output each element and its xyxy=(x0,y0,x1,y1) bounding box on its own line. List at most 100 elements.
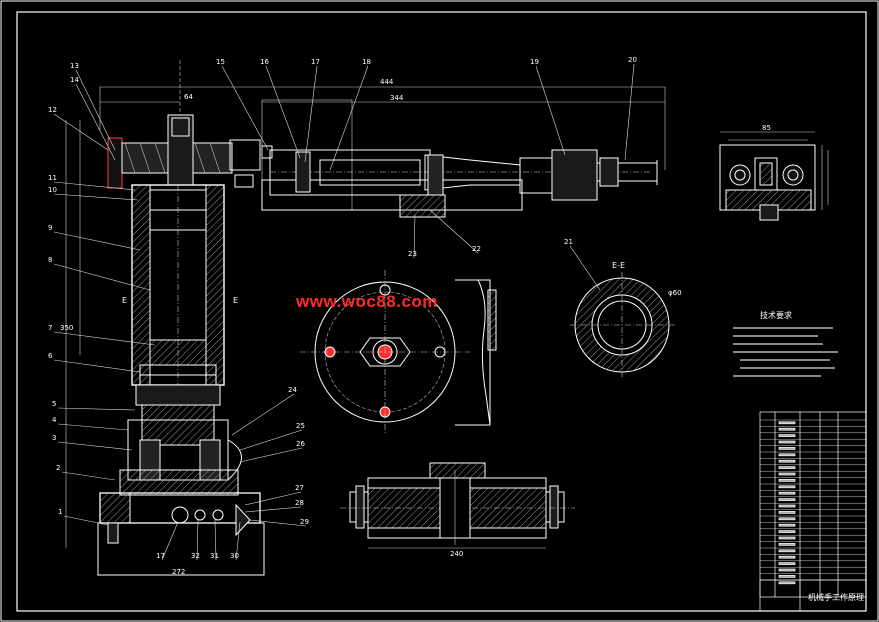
parts-list xyxy=(759,411,867,612)
balloon-label-9: 9 xyxy=(48,224,52,232)
parts-row-text xyxy=(778,511,796,514)
balloon-label-14: 14 xyxy=(70,76,79,84)
balloon-label-10: 10 xyxy=(48,186,57,194)
dim-350: 350 xyxy=(60,324,73,332)
watermark: www.woc88.com xyxy=(296,292,438,311)
tech-title: 技术要求 xyxy=(760,310,792,320)
leader-line xyxy=(75,83,116,161)
leader-line xyxy=(161,521,179,561)
balloon-label-23: 23 xyxy=(408,250,417,258)
parts-row-text xyxy=(778,427,796,431)
balloon-label-19: 19 xyxy=(530,58,539,66)
balloon-label-6: 6 xyxy=(48,352,53,360)
balloon-label-24: 24 xyxy=(288,386,297,394)
dim-64: 64 xyxy=(184,93,193,101)
balloon-label-20: 20 xyxy=(628,56,637,64)
parts-row-text xyxy=(778,530,796,533)
leader-line xyxy=(57,423,129,431)
dim-phi60: φ60 xyxy=(668,289,682,297)
dim-444: 444 xyxy=(380,78,394,86)
leader-line xyxy=(239,429,303,451)
parts-row-text xyxy=(778,459,796,463)
dim-240: 240 xyxy=(450,550,463,558)
leader-line xyxy=(53,193,139,201)
parts-row-text xyxy=(778,575,796,578)
balloon-label-28: 28 xyxy=(295,499,304,507)
leader-line xyxy=(214,519,217,561)
leader-line xyxy=(429,209,479,254)
section-label: E-E xyxy=(612,261,625,270)
leader-line xyxy=(413,214,416,259)
leader-line xyxy=(53,263,151,291)
dim-344: 344 xyxy=(390,94,404,102)
parts-row-text xyxy=(778,491,796,495)
parts-row-text xyxy=(778,536,796,540)
parts-row-text xyxy=(778,472,796,476)
balloon-label-2: 2 xyxy=(56,464,60,472)
leader-line xyxy=(221,65,269,151)
leader-line xyxy=(61,471,116,481)
leader-line xyxy=(535,65,566,156)
leader-line xyxy=(57,407,136,411)
parts-row-text xyxy=(778,523,796,527)
balloon-label-25: 25 xyxy=(296,422,305,430)
leader-line xyxy=(57,441,133,451)
leader-line xyxy=(231,393,295,436)
balloon-label-5: 5 xyxy=(52,400,56,408)
leader-line xyxy=(53,359,141,373)
parts-row-text xyxy=(778,581,796,585)
parts-row-text xyxy=(778,555,796,559)
leader-line xyxy=(244,506,302,513)
section-ee xyxy=(570,272,675,378)
balloon-label-12: 12 xyxy=(48,106,57,114)
leader-line xyxy=(53,113,109,151)
parts-row-text xyxy=(778,517,796,521)
leader-line xyxy=(244,491,302,506)
balloon-label-7: 7 xyxy=(48,324,52,332)
parts-row-text xyxy=(778,549,796,553)
balloon-label-13: 13 xyxy=(70,62,79,70)
parts-row-text xyxy=(778,504,796,508)
balloon-label-18: 18 xyxy=(362,58,371,66)
balloon-label-17: 17 xyxy=(311,58,320,66)
parts-row-text xyxy=(778,447,796,450)
parts-row-text xyxy=(778,568,796,572)
section-mark-right: E xyxy=(233,296,238,305)
parts-row-text xyxy=(778,543,796,546)
leader-line xyxy=(329,65,369,171)
leader-line xyxy=(304,65,318,163)
balloon-label-15: 15 xyxy=(216,58,225,66)
leader-line xyxy=(53,331,156,346)
balloon-label-17: 17 xyxy=(156,552,165,560)
balloon-label-11: 11 xyxy=(48,174,57,182)
leader-line xyxy=(63,515,109,526)
balloon-label-32: 32 xyxy=(191,552,200,560)
title-block-name: 机械手工作原理 xyxy=(808,592,864,602)
leader-line xyxy=(235,521,241,561)
balloon-label-8: 8 xyxy=(48,256,52,264)
balloon-label-4: 4 xyxy=(52,416,57,424)
leader-line xyxy=(249,519,307,527)
labels: E-E E E 64 444 344 350 240 272 85 φ60 技术… xyxy=(60,78,864,602)
parts-row-text xyxy=(778,485,796,489)
main-assembly xyxy=(65,60,666,576)
parts-rows xyxy=(760,419,866,585)
balloon-label-29: 29 xyxy=(300,518,309,526)
balloon-label-21: 21 xyxy=(564,238,573,246)
balloon-label-31: 31 xyxy=(210,552,219,560)
balloon-label-3: 3 xyxy=(52,434,56,442)
leader-line xyxy=(239,447,303,463)
side-view xyxy=(719,131,829,221)
parts-row-text xyxy=(778,479,796,482)
balloon-label-27: 27 xyxy=(295,484,304,492)
leader-line xyxy=(53,181,136,191)
section-mark-left: E xyxy=(122,296,127,305)
leader-line xyxy=(624,63,635,161)
balloon-label-22: 22 xyxy=(472,245,481,253)
parts-row-text xyxy=(778,421,796,425)
balloon-label-16: 16 xyxy=(260,58,269,66)
parts-row-text xyxy=(778,453,796,457)
